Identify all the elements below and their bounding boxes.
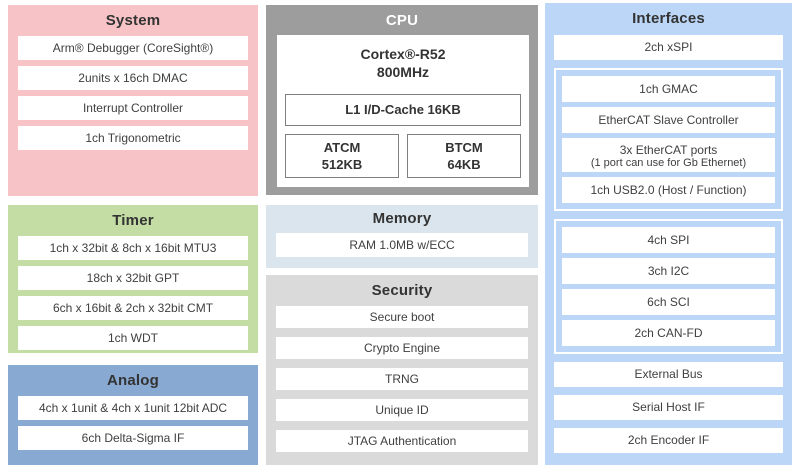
security-item-unique-id: Unique ID (276, 399, 528, 421)
cpu-core-name: Cortex®-R52 (360, 46, 446, 62)
system-title: System (105, 12, 161, 29)
timer-block: Timer 1ch x 32bit & 8ch x 16bit MTU3 18c… (8, 205, 258, 353)
interfaces-item-ethercat-ports: 3x EtherCAT ports (1 port can use for Gb… (562, 138, 775, 172)
middle-column: CPU Cortex®-R52 800MHz L1 I/D-Cache 16KB… (266, 0, 538, 470)
security-item-trng: TRNG (276, 368, 528, 390)
interfaces-item-usb: 1ch USB2.0 (Host / Function) (562, 177, 775, 203)
analog-item-delta-sigma: 6ch Delta-Sigma IF (18, 426, 248, 450)
interfaces-item-xspi: 2ch xSPI (554, 35, 783, 60)
security-block: Security Secure boot Crypto Engine TRNG … (266, 275, 538, 465)
cpu-core-box: Cortex®-R52 800MHz L1 I/D-Cache 16KB ATC… (277, 35, 529, 187)
cpu-l1-cache-box: L1 I/D-Cache 16KB (285, 94, 521, 126)
atcm-size: 512KB (321, 157, 363, 172)
cpu-atcm-box: ATCM 512KB (285, 134, 399, 178)
interfaces-item-spi: 4ch SPI (562, 227, 775, 253)
atcm-name: ATCM (323, 140, 361, 155)
btcm-name: BTCM (445, 140, 483, 155)
memory-title: Memory (372, 210, 432, 227)
timer-item-mtu3: 1ch x 32bit & 8ch x 16bit MTU3 (18, 236, 248, 260)
system-item-interrupt-controller: Interrupt Controller (18, 96, 248, 120)
cpu-title: CPU (385, 12, 419, 29)
interfaces-item-encoder-if: 2ch Encoder IF (554, 428, 783, 453)
ethercat-ports-line2: (1 port can use for Gb Ethernet) (590, 157, 747, 169)
interfaces-serial-group: 4ch SPI 3ch I2C 6ch SCI 2ch CAN-FD (554, 219, 783, 354)
security-item-jtag-auth: JTAG Authentication (276, 430, 528, 452)
right-column: Interfaces 2ch xSPI 1ch GMAC EtherCAT Sl… (545, 0, 792, 470)
left-column: System Arm® Debugger (CoreSight®) 2units… (8, 0, 258, 470)
interfaces-item-gmac: 1ch GMAC (562, 76, 775, 102)
ethercat-ports-line1: 3x EtherCAT ports (619, 143, 718, 157)
system-block: System Arm® Debugger (CoreSight®) 2units… (8, 5, 258, 196)
system-item-trigonometric: 1ch Trigonometric (18, 126, 248, 150)
timer-title: Timer (112, 212, 154, 229)
btcm-size: 64KB (447, 157, 481, 172)
interfaces-item-serial-host-if: Serial Host IF (554, 395, 783, 420)
system-item-debugger: Arm® Debugger (CoreSight®) (18, 36, 248, 60)
interfaces-item-i2c: 3ch I2C (562, 258, 775, 284)
security-item-secure-boot: Secure boot (276, 306, 528, 328)
analog-item-adc: 4ch x 1unit & 4ch x 1unit 12bit ADC (18, 396, 248, 420)
interfaces-title: Interfaces (632, 10, 705, 27)
interfaces-item-canfd: 2ch CAN-FD (562, 320, 775, 346)
timer-item-gpt: 18ch x 32bit GPT (18, 266, 248, 290)
cpu-tcm-row: ATCM 512KB BTCM 64KB (285, 134, 521, 178)
interfaces-item-external-bus: External Bus (554, 362, 783, 387)
interfaces-block: Interfaces 2ch xSPI 1ch GMAC EtherCAT Sl… (545, 3, 792, 465)
timer-item-cmt: 6ch x 16bit & 2ch x 32bit CMT (18, 296, 248, 320)
cpu-core-frequency: 800MHz (376, 64, 430, 80)
cpu-btcm-box: BTCM 64KB (407, 134, 521, 178)
system-item-dmac: 2units x 16ch DMAC (18, 66, 248, 90)
security-title: Security (371, 282, 433, 299)
interfaces-ethernet-group: 1ch GMAC EtherCAT Slave Controller 3x Et… (554, 68, 783, 211)
security-item-crypto-engine: Crypto Engine (276, 337, 528, 359)
interfaces-item-ethercat-slave: EtherCAT Slave Controller (562, 107, 775, 133)
cpu-block: CPU Cortex®-R52 800MHz L1 I/D-Cache 16KB… (266, 5, 538, 195)
memory-block: Memory RAM 1.0MB w/ECC (266, 205, 538, 268)
memory-item-ram: RAM 1.0MB w/ECC (276, 233, 528, 257)
analog-title: Analog (106, 372, 160, 389)
interfaces-item-sci: 6ch SCI (562, 289, 775, 315)
timer-item-wdt: 1ch WDT (18, 326, 248, 350)
analog-block: Analog 4ch x 1unit & 4ch x 1unit 12bit A… (8, 365, 258, 465)
